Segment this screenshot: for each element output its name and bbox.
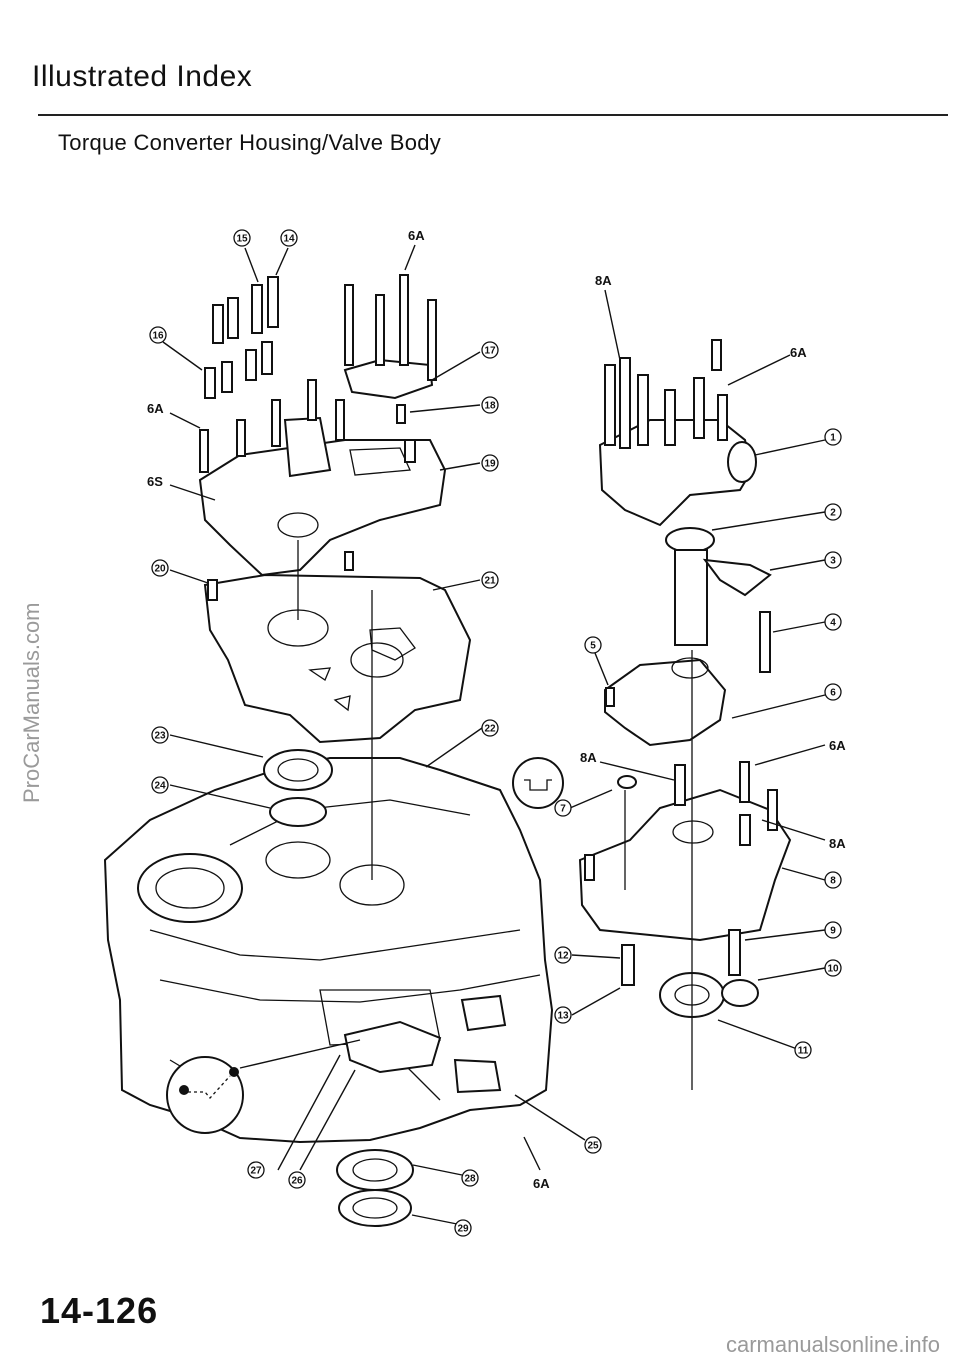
callout-7: 7 (554, 799, 572, 817)
leader-lines (162, 244, 826, 1226)
svg-text:12: 12 (557, 951, 569, 962)
torque-converter-housing (103, 757, 554, 1144)
callout-12: 12 (554, 946, 572, 964)
callout-3: 3 (824, 551, 842, 569)
callout-17: 17 (481, 341, 499, 359)
torque-label-6a-bottom: 6A (533, 1176, 550, 1191)
page-number: 14-126 (40, 1290, 159, 1331)
page-subtitle: Torque Converter Housing/Valve Body (58, 130, 442, 155)
torque-label-6a-mid: 6A (829, 738, 846, 753)
svg-text:7: 7 (560, 804, 566, 815)
svg-text:18: 18 (484, 401, 496, 412)
torque-label-8a-right: 8A (829, 836, 846, 851)
svg-text:26: 26 (291, 1176, 303, 1187)
regulator-valve-body (512, 339, 792, 1018)
svg-text:27: 27 (250, 1166, 262, 1177)
torque-label-6a-top: 6A (408, 228, 425, 243)
callout-24: 24 (151, 776, 169, 794)
watermark-procarmanuals: ProCarManuals.com (19, 602, 44, 803)
svg-text:21: 21 (484, 576, 496, 587)
svg-text:24: 24 (154, 781, 166, 792)
callout-10: 10 (824, 959, 842, 977)
svg-text:14: 14 (283, 234, 295, 245)
svg-text:5: 5 (590, 641, 596, 652)
callout-28: 28 (461, 1169, 479, 1187)
svg-text:16: 16 (152, 331, 164, 342)
svg-text:8: 8 (830, 876, 836, 887)
svg-text:23: 23 (154, 731, 166, 742)
torque-label-8a-top: 8A (595, 273, 612, 288)
torque-label-6a-right: 6A (790, 345, 807, 360)
callout-20: 20 (151, 559, 169, 577)
callout-5: 5 (584, 636, 602, 654)
callout-9: 9 (824, 921, 842, 939)
torque-label-6a-left: 6A (147, 401, 164, 416)
page-title: Illustrated Index (32, 60, 253, 93)
callout-13: 13 (554, 1006, 572, 1024)
callout-11: 11 (794, 1041, 812, 1059)
valve-body-bolts (199, 274, 437, 601)
torque-label-8a-mid: 8A (580, 750, 597, 765)
callout-21: 21 (481, 571, 499, 589)
callout-27: 27 (247, 1161, 265, 1179)
svg-text:15: 15 (236, 234, 248, 245)
svg-text:1: 1 (830, 433, 836, 444)
callout-23: 23 (151, 726, 169, 744)
callout-1: 1 (824, 428, 842, 446)
svg-text:19: 19 (484, 459, 496, 470)
housing-seals (263, 749, 414, 1227)
callout-25: 25 (584, 1136, 602, 1154)
main-valve-body (198, 358, 447, 577)
callout-14: 14 (280, 229, 298, 247)
callout-8: 8 (824, 871, 842, 889)
svg-text:17: 17 (484, 346, 496, 357)
callout-6: 6 (824, 683, 842, 701)
svg-text:6: 6 (830, 688, 836, 699)
svg-text:11: 11 (798, 1046, 809, 1057)
svg-text:28: 28 (464, 1174, 476, 1185)
callout-15: 15 (233, 229, 251, 247)
callout-2: 2 (824, 503, 842, 521)
callout-26: 26 (288, 1171, 306, 1189)
callout-16: 16 (149, 326, 167, 344)
svg-text:25: 25 (587, 1141, 599, 1152)
title-rule (38, 114, 948, 116)
svg-text:10: 10 (827, 964, 839, 975)
callout-19: 19 (481, 454, 499, 472)
svg-text:29: 29 (457, 1224, 469, 1235)
callout-4: 4 (824, 613, 842, 631)
svg-text:2: 2 (830, 508, 836, 519)
svg-text:4: 4 (830, 618, 836, 629)
callout-29: 29 (454, 1219, 472, 1237)
callout-18: 18 (481, 396, 499, 414)
callout-22: 22 (481, 719, 499, 737)
watermark-carmanualsonline: carmanualsonline.info (725, 1332, 940, 1357)
torque-label-6s: 6S (147, 474, 163, 489)
svg-text:22: 22 (484, 724, 496, 735)
svg-text:9: 9 (830, 926, 836, 937)
svg-text:3: 3 (830, 556, 836, 567)
svg-text:13: 13 (557, 1011, 569, 1022)
separator-plate (203, 573, 472, 744)
svg-text:20: 20 (154, 564, 166, 575)
